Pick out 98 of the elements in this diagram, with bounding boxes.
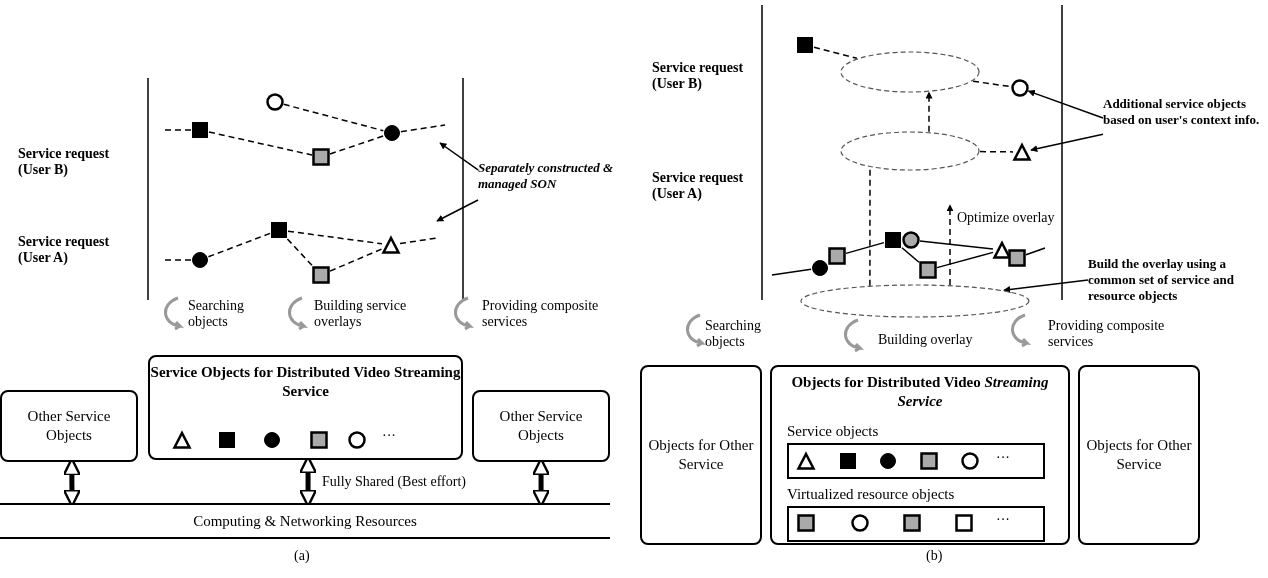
circle-symbol [1011,79,1029,97]
triangle-symbol [993,241,1011,259]
square-symbol [218,431,236,449]
section-heading: Virtualized resource objects [787,486,955,502]
connector-line [813,46,858,60]
square-symbol [796,36,814,54]
connector-line [329,135,385,155]
square-symbol [828,247,846,265]
box-text: Computing & Networking Resources [192,511,418,531]
circle-symbol [191,251,209,269]
square-symbol [312,148,330,166]
connector-line [329,248,383,272]
service-box [1078,365,1200,545]
arrow [925,91,933,133]
connector-line [286,238,314,267]
connector-line [1025,247,1046,256]
service-box [0,390,138,462]
square-symbol [920,452,938,470]
square-symbol [884,231,902,249]
box-title: Objects for Distributed Video Streaming Service [790,373,1050,411]
box-text: Objects for Other Service [1085,436,1193,474]
arrow [1003,279,1089,293]
connector-line [771,268,812,276]
row-label: Service request (User B) [18,146,111,178]
connector-line [287,230,383,245]
annotation-text: Build the overlay using a common set of service and resource objects [1088,256,1268,304]
row-label: Service request (User B) [652,60,745,92]
arrow [946,204,954,286]
resource-band [0,503,610,539]
square-symbol [191,121,209,139]
row-label: Service request (User A) [18,234,111,266]
step-label: Building overlay [878,332,974,348]
connector-line [164,129,192,131]
triangle-symbol [797,452,815,470]
dashed-ellipse [840,51,980,93]
connector-line [282,103,385,132]
circle-symbol [879,452,897,470]
triangle-symbol [1013,143,1031,161]
arrow [1027,89,1104,119]
connector-line [399,237,438,245]
connector-line [936,251,994,269]
connector-line [972,80,1012,88]
circle-symbol [961,452,979,470]
ellipsis-text: ··· [996,512,1011,528]
dashed-ellipse [800,284,1030,318]
step-label: Searching objects [188,298,245,330]
circle-symbol [851,514,869,532]
service-box [640,365,762,545]
square-symbol [839,452,857,470]
circle-symbol [266,93,284,111]
square-symbol [903,514,921,532]
edge-label: Optimize overlay [957,210,1055,226]
square-symbol [955,514,973,532]
square-symbol [310,431,328,449]
circle-symbol [348,431,366,449]
connector-line [208,131,313,156]
arrow [1030,133,1104,153]
circle-symbol [263,431,281,449]
step-label: Providing composite services [482,298,600,330]
box-text: Objects for Other Service [647,436,755,474]
square-symbol [270,221,288,239]
panel-label: (b) [926,548,944,564]
row-label: Service request (User A) [652,170,745,202]
connector-line [400,124,446,133]
service-objects-box [148,355,463,460]
box-text: Other Service Objects [498,407,584,445]
annotation-text: Additional service objects based on user's context info. [1103,96,1268,154]
triangle-symbol [173,431,191,449]
edge-label: Fully Shared (Best effort) [322,474,466,490]
circle-symbol [902,231,920,249]
triangle-symbol [382,236,400,254]
dashed-ellipse [840,131,980,171]
step-label: Searching objects [705,318,762,350]
square-symbol [797,514,815,532]
connector-line [207,232,271,258]
ellipsis-text: ··· [996,450,1011,466]
box-text: Other Service Objects [26,407,112,445]
circle-symbol [383,124,401,142]
ellipsis-text: ··· [382,428,397,444]
connector-line [979,150,1014,153]
circle-symbol [811,259,829,277]
arrow [439,142,479,171]
box-title: Service Objects for Distributed Video Streaming Service [150,363,461,401]
connector-line [919,240,994,250]
arrow [436,199,479,222]
section-heading: Service objects [787,423,879,439]
service-box [472,390,610,462]
annotation-text: Separately constructed & managed SON [478,160,618,218]
connector-line [901,246,920,264]
square-symbol [919,261,937,279]
step-label: Providing composite services [1048,318,1166,350]
panel-label: (a) [294,548,311,564]
square-symbol [1008,249,1026,267]
service-objects-box [770,365,1070,545]
connector-line [164,259,192,261]
step-label: Building service overlays [314,298,408,330]
connector-line [845,241,885,255]
square-symbol [312,266,330,284]
